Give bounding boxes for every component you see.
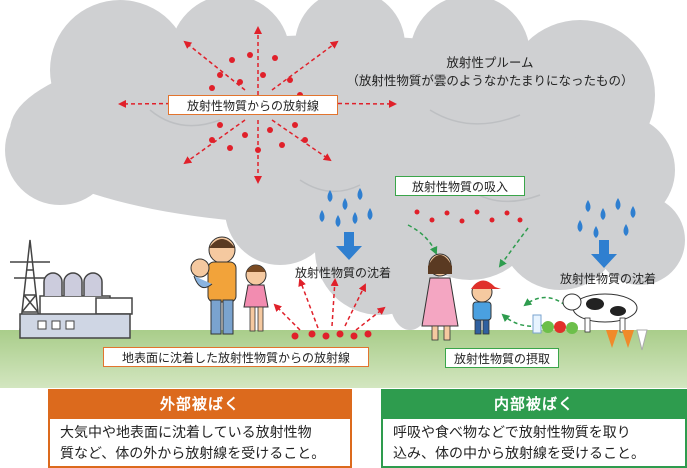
label-plume-radiation: 放射性物質からの放射線 <box>168 95 338 115</box>
external-exposure-description: 大気中や地表面に沈着している放射性物 質など、体の外から放射線を受けること。 <box>48 419 352 468</box>
girl-illustration <box>243 264 269 332</box>
vegetables-illustration <box>532 314 648 351</box>
internal-line-1: 呼吸や食べ物などで放射性物質を取り <box>393 425 631 441</box>
label-ground-radiation: 地表面に沈着した放射性物質からの放射線 <box>103 347 369 367</box>
power-tower-icon <box>10 239 50 331</box>
rain-drops-right <box>577 198 636 238</box>
plume-title: 放射性プルーム <box>446 55 534 70</box>
external-line-2: 質など、体の外から放射線を受けること。 <box>60 446 326 462</box>
ground-particles <box>291 330 372 340</box>
deposition-arrow-right <box>591 240 617 268</box>
radioactive-plume-cloud <box>5 0 685 330</box>
label-deposition-right: 放射性物質の沈着 <box>560 272 657 286</box>
ingestion-arrow <box>523 296 566 307</box>
ground-radiation-arrows <box>273 278 386 331</box>
internal-exposure-title: 内部被ばく <box>381 389 687 419</box>
nuclear-power-plant-icon <box>19 272 133 339</box>
rain-drops-left <box>319 188 373 227</box>
inhalation-particles <box>414 209 523 224</box>
plume-particles <box>209 52 308 153</box>
external-line-1: 大気中や地表面に沈着している放射性物 <box>60 425 312 441</box>
inhalation-arrows <box>407 224 529 268</box>
label-inhalation: 放射性物質の吸入 <box>395 176 525 196</box>
plume-radiation-arrows <box>118 26 397 184</box>
internal-exposure-description: 呼吸や食べ物などで放射性物質を取り 込み、体の中から放射線を受けること。 <box>381 419 687 468</box>
label-ingestion: 放射性物質の摂取 <box>445 348 559 368</box>
plume-subtitle: （放射性物質が雲のようなかたまりになったもの） <box>346 73 634 88</box>
external-exposure-title: 外部被ばく <box>48 389 352 419</box>
cow-illustration <box>562 293 638 333</box>
father-with-baby-illustration <box>190 236 237 335</box>
deposition-arrow-left <box>336 232 362 260</box>
ingestion-arrow-2 <box>501 313 546 327</box>
boy-illustration <box>471 280 501 335</box>
plume-caption: 放射性プルーム （放射性物質が雲のようなかたまりになったもの） <box>300 54 680 90</box>
mother-illustration <box>421 253 459 341</box>
internal-line-2: 込み、体の中から放射線を受けること。 <box>393 446 645 462</box>
label-deposition-left: 放射性物質の沈着 <box>295 266 392 280</box>
